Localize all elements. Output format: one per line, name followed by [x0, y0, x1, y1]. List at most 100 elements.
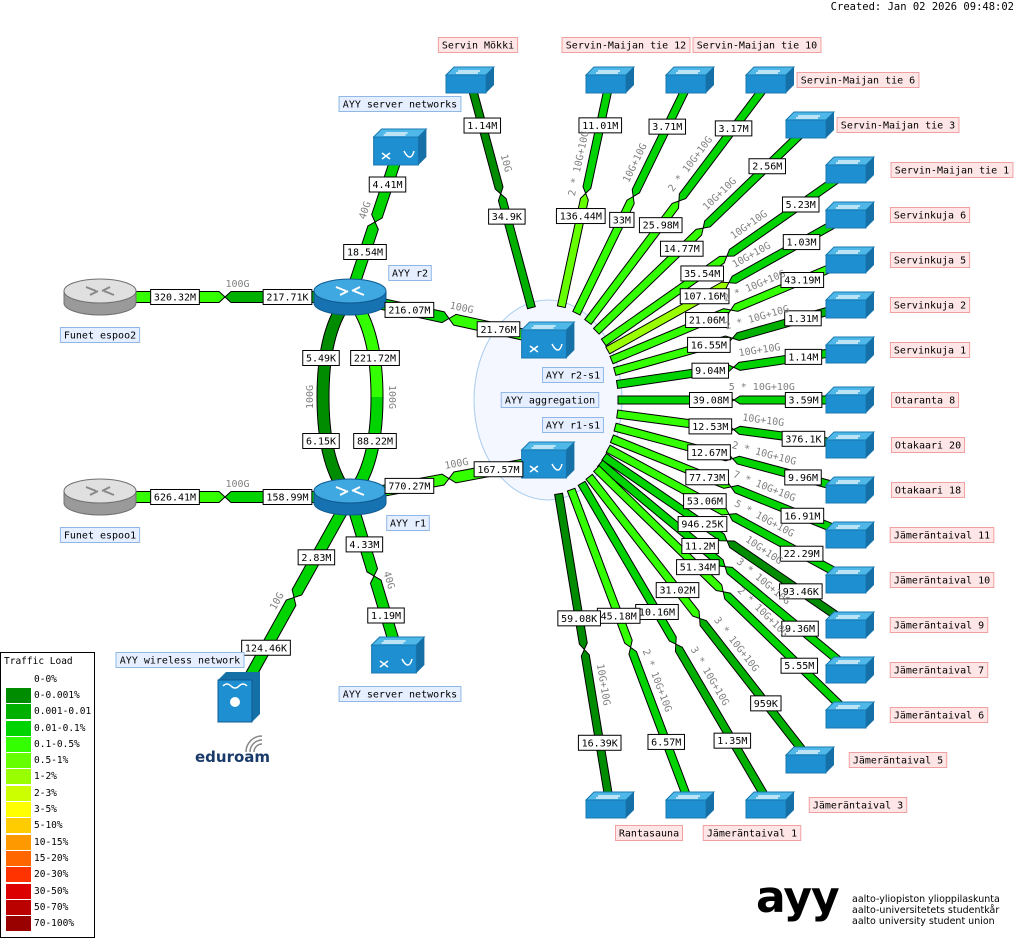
node-jt10[interactable] [824, 566, 876, 594]
link-label-out-text: 59.08K [561, 614, 597, 625]
link-label-out-box [688, 418, 733, 435]
legend-label: 0-0% [34, 673, 57, 685]
node-r2[interactable] [313, 278, 387, 316]
node-sk2[interactable] [824, 291, 876, 319]
node-srvbot[interactable] [370, 636, 426, 674]
nodes-layer: eduroam [63, 66, 876, 819]
node-label-box [386, 515, 430, 531]
node-jt3[interactable] [744, 791, 796, 819]
link-label-out-text: 320.32M [154, 293, 196, 304]
node-jt6[interactable] [824, 701, 876, 729]
node-srvtop[interactable] [372, 128, 428, 166]
link-r1-wifi[interactable] [232, 493, 356, 702]
node-label-box [542, 367, 604, 383]
link-label-out: 5.49K [302, 350, 340, 366]
link-label-out-text: 770.27M [388, 481, 430, 492]
node-label: Jämeräntaival 1 [702, 825, 802, 841]
eduroam-logo: eduroam [195, 735, 270, 766]
node-label-box [692, 37, 822, 53]
node-jt1[interactable] [664, 791, 716, 819]
node-label: Otakaari 18 [890, 482, 966, 498]
node-label: Servin-Maijan tie 3 [836, 117, 960, 133]
node-sm12[interactable] [584, 66, 636, 94]
node-label-text: Jämeräntaival 10 [894, 576, 990, 587]
legend-label: 15-20% [34, 852, 69, 864]
link-bandwidth: 100G [305, 385, 316, 409]
link-label-in: 217.71K [262, 289, 313, 305]
link-label-out-text: 136.44M [560, 212, 602, 223]
node-r2s1[interactable] [520, 321, 576, 359]
link-label-out: 770.27M [384, 477, 435, 494]
node-label: Funet espoo2 [59, 327, 141, 343]
link-r2-r1[interactable] [345, 292, 384, 502]
node-ot8[interactable] [824, 386, 876, 414]
node-sm10[interactable] [664, 66, 716, 94]
node-funet1[interactable] [63, 478, 137, 516]
node-jt11[interactable] [824, 521, 876, 549]
node-sk6[interactable] [824, 201, 876, 229]
link-aggregation-sm10[interactable] [572, 77, 695, 316]
link-aggregation-mokki[interactable] [465, 78, 536, 310]
link-label-out-box [150, 289, 200, 305]
node-r1[interactable] [313, 478, 387, 516]
node-label: Rantasauna [615, 825, 683, 841]
node-jt7[interactable] [824, 656, 876, 684]
link-label-in: 3.71M [648, 118, 687, 135]
link-label-out-box [609, 211, 635, 228]
link-r2-r1[interactable] [316, 292, 355, 502]
link-label-out-text: 34.9K [492, 212, 522, 223]
link-label-out-text: 9.04M [695, 366, 725, 377]
link-aggregation-sm12[interactable] [556, 78, 615, 309]
link-label-out-box [638, 217, 683, 234]
link-label-out: 31.02M [655, 582, 700, 599]
link-label-in-box [781, 430, 826, 447]
link-label-out: 59.08K [557, 610, 601, 627]
node-r1s1[interactable] [520, 441, 576, 479]
node-sm3[interactable] [784, 111, 836, 139]
logo-line: aalto university student union [852, 916, 995, 927]
switch-icon [520, 441, 576, 479]
link-aggregation-ranta[interactable] [554, 492, 615, 807]
ayy-logo: ayy aalto-yliopiston ylioppilaskunta aal… [756, 872, 1016, 933]
node-funet2[interactable] [63, 278, 137, 316]
node-ok20[interactable] [824, 431, 876, 459]
link-label-out-text: 51.34M [680, 563, 716, 574]
link-label-in-box [714, 120, 753, 137]
link-aggregation-jt3[interactable] [577, 480, 775, 808]
legend-label: 50-70% [34, 901, 69, 913]
node-sm6[interactable] [744, 66, 796, 94]
link-funet2-r2[interactable] [99, 291, 351, 303]
logo-wordmark: ayy [756, 872, 840, 923]
link-label-in-box [367, 607, 405, 624]
link-aggregation-jt7[interactable] [596, 459, 854, 674]
legend-label: 3-5% [34, 804, 57, 816]
link-label-out: 12.67M [687, 444, 731, 461]
link-label-in-box [779, 545, 824, 562]
link-label-out-text: 16.55M [691, 340, 727, 351]
link-label-out-text: 77.73M [689, 473, 725, 484]
node-sm1[interactable] [824, 156, 876, 184]
link-label-out-box [679, 288, 730, 305]
node-jt9[interactable] [824, 611, 876, 639]
link-label-in-text: 1.31M [788, 314, 818, 325]
switch-icon [824, 431, 876, 459]
link-label-in-text: 9.96M [788, 473, 818, 484]
link-label-out-box [557, 610, 601, 627]
node-jt5[interactable] [784, 746, 836, 774]
link-label-in-box [473, 461, 524, 478]
node-sk1[interactable] [824, 336, 876, 364]
node-sk5[interactable] [824, 246, 876, 274]
node-label-text: Funet espoo1 [64, 531, 136, 542]
node-label-box [890, 437, 966, 453]
link-half-in [628, 646, 695, 808]
link-funet1-r1[interactable] [99, 491, 351, 503]
link-label-in: 88.22M [353, 433, 397, 449]
legend-label: 70-100% [34, 918, 75, 930]
node-label: Jämeräntaival 3 [808, 797, 908, 813]
node-mokki[interactable] [444, 66, 496, 94]
node-ok18[interactable] [824, 476, 876, 504]
node-wifi[interactable] [217, 672, 260, 723]
link-bandwidth: 100G [225, 279, 249, 290]
link-label-in-text: 4.41M [372, 180, 402, 191]
node-ranta[interactable] [584, 791, 636, 819]
